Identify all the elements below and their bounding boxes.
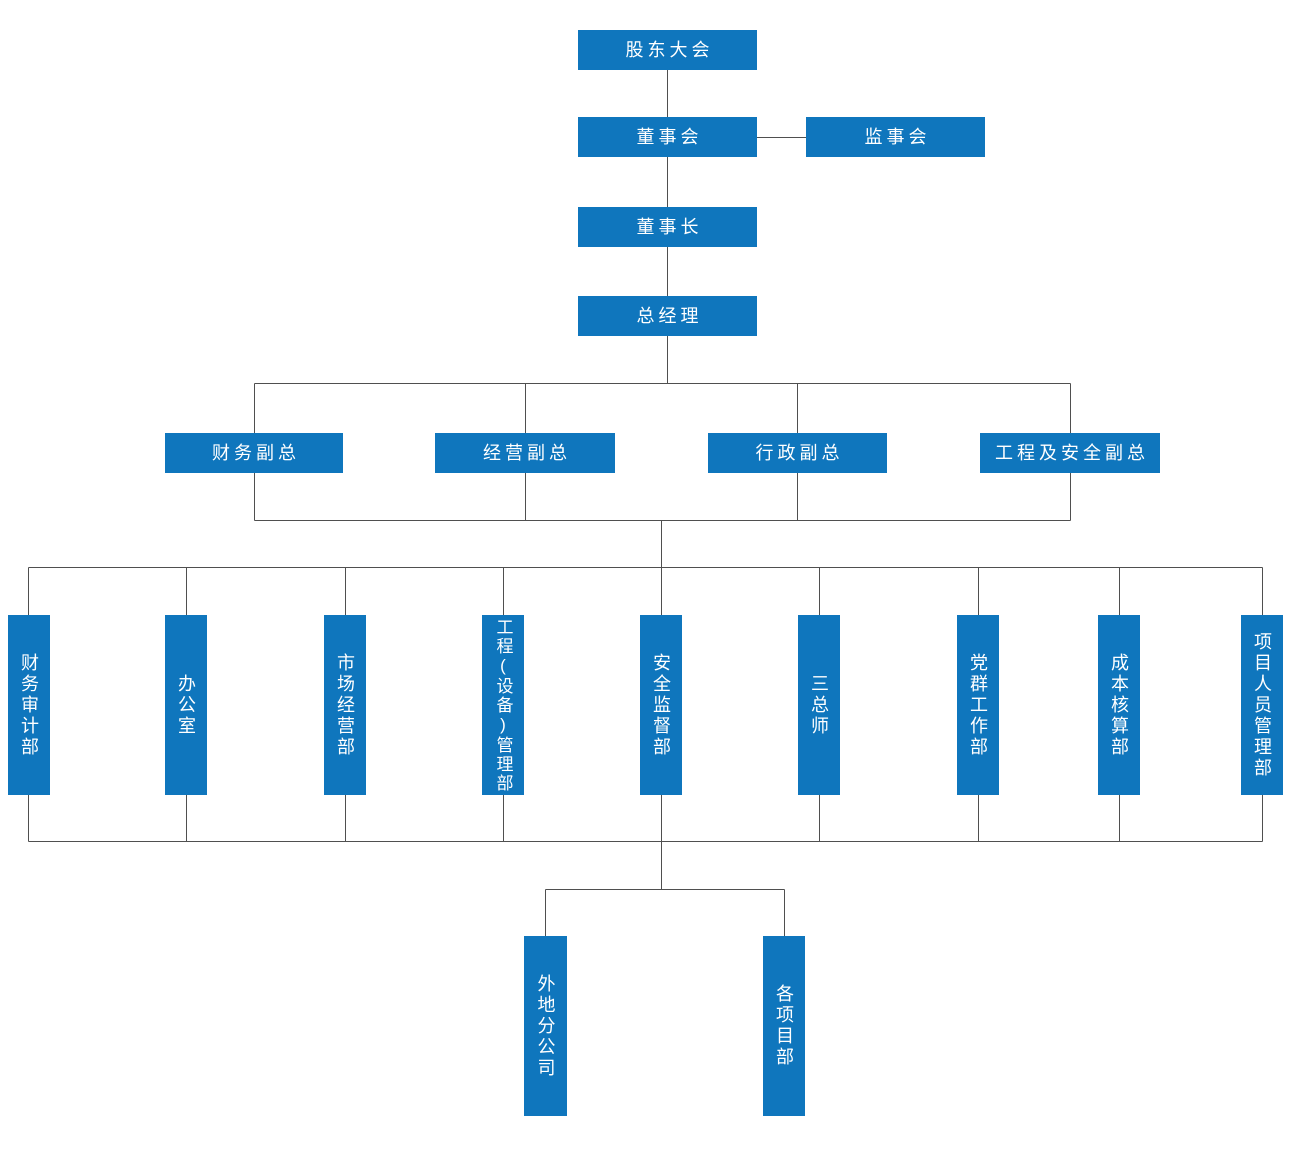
node-shareholders-meeting: 股东大会 — [578, 30, 757, 70]
node-dept-project-personnel: 项目人员管理部 — [1241, 615, 1283, 795]
node-general-manager: 总经理 — [578, 296, 757, 336]
node-project-departments: 各项目部 — [763, 936, 805, 1116]
node-dept-market-operations: 市场经营部 — [324, 615, 366, 795]
node-board-of-directors: 董事会 — [578, 117, 757, 157]
node-dept-safety-supervision: 安全监督部 — [640, 615, 682, 795]
node-dept-finance-audit: 财务审计部 — [8, 615, 50, 795]
node-dept-party-mass-work: 党群工作部 — [957, 615, 999, 795]
node-dept-three-chief-engineers: 三总师 — [798, 615, 840, 795]
node-supervisory-board: 监事会 — [806, 117, 985, 157]
node-dept-engineering-equipment: 工程(设备)管理部 — [482, 615, 524, 795]
node-dept-office: 办公室 — [165, 615, 207, 795]
node-dept-cost-accounting: 成本核算部 — [1098, 615, 1140, 795]
node-vp-operations: 经营副总 — [435, 433, 615, 473]
node-chairman: 董事长 — [578, 207, 757, 247]
node-remote-branches: 外地分公司 — [524, 936, 567, 1116]
node-vp-finance: 财务副总 — [165, 433, 343, 473]
node-vp-administration: 行政副总 — [708, 433, 887, 473]
node-vp-engineering-safety: 工程及安全副总 — [980, 433, 1160, 473]
